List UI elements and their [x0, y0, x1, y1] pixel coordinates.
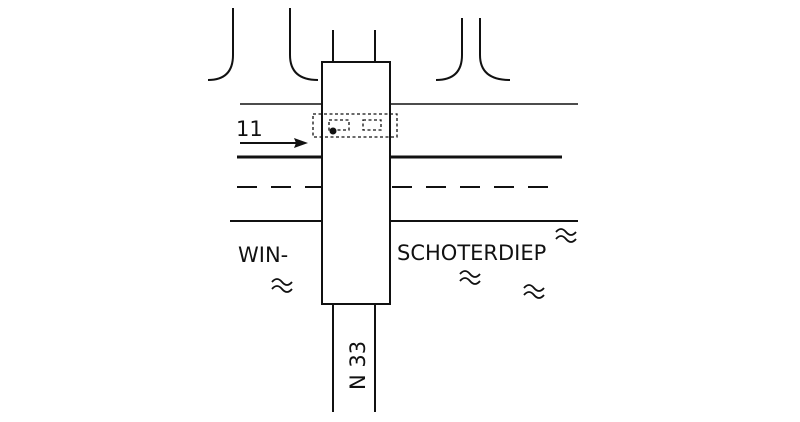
- side-roads: [207, 8, 511, 81]
- water-wave-icon: [271, 278, 293, 293]
- water-wave-icon: [523, 284, 545, 299]
- route-arrow: 11: [236, 117, 308, 148]
- bridge-deck: [321, 61, 391, 305]
- upper-road-stub: [332, 30, 376, 62]
- water-wave-icon: [459, 270, 481, 285]
- water-label-right: SCHOTERDIEP: [397, 241, 546, 265]
- road-number-label: N 33: [346, 341, 370, 390]
- vehicle-icon: [312, 113, 398, 138]
- lower-road: [332, 304, 376, 412]
- water-wave-icon: [555, 228, 577, 243]
- water-label-left: WIN-: [238, 243, 288, 267]
- horizontal-road: [230, 103, 578, 222]
- route-number-label: 11: [236, 117, 263, 141]
